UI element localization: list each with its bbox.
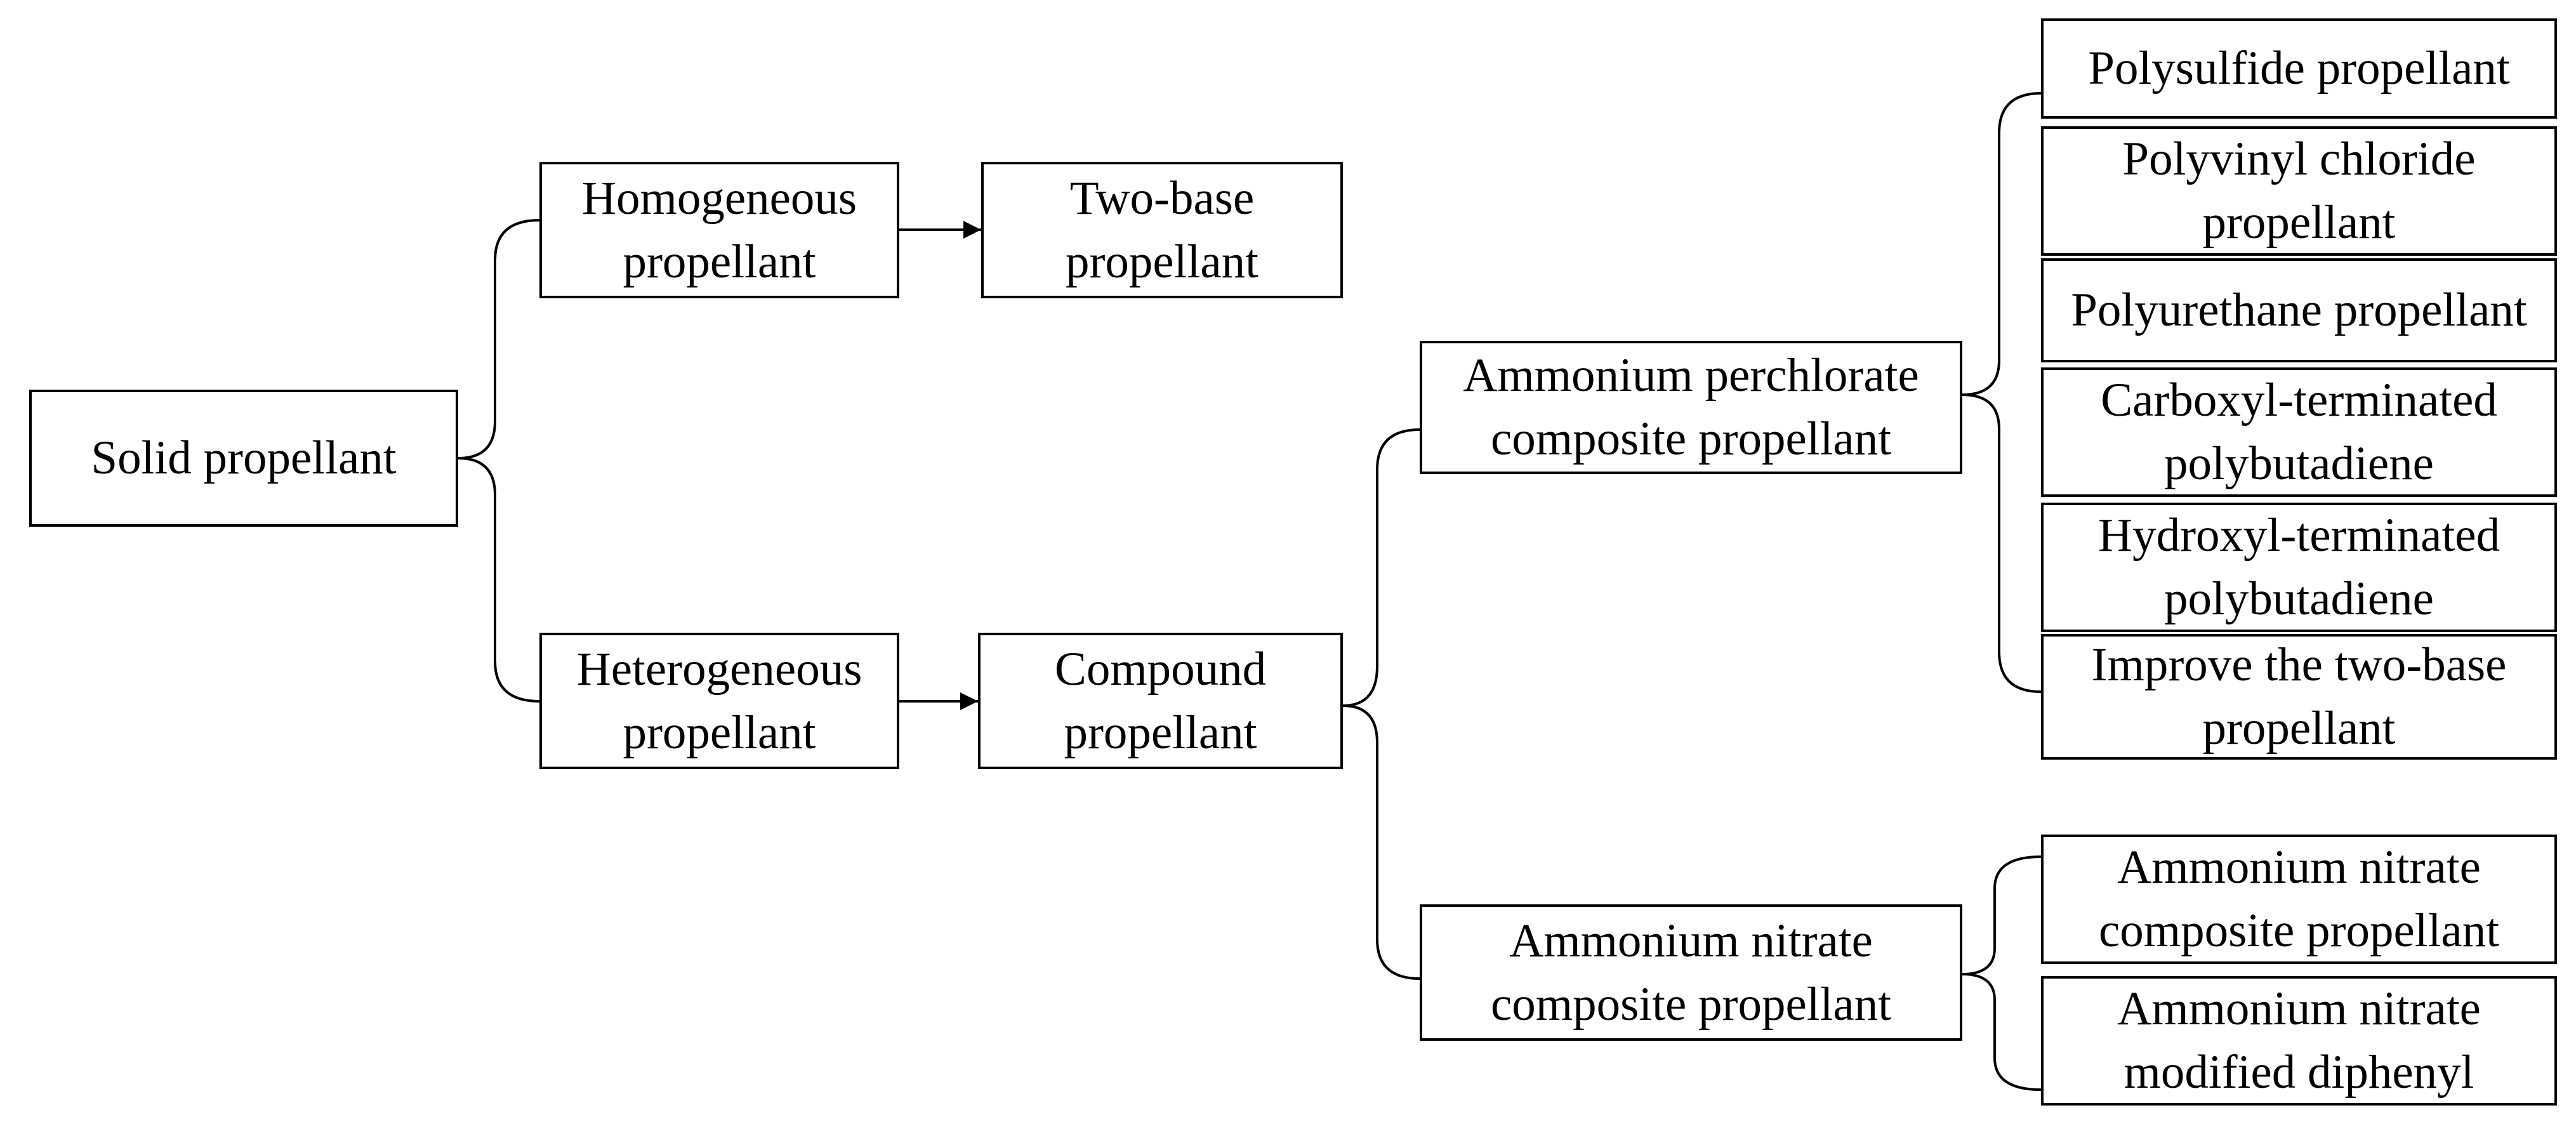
homogeneous-label-line1: Homogeneous: [581, 171, 857, 225]
polyvinyl-chloride-propellant-box: Polyvinyl chloride propellant: [2041, 126, 2557, 256]
solid-propellant-label: Solid propellant: [91, 432, 397, 484]
an-modified-diphenyl-label-line1: Ammonium nitrate: [2117, 982, 2481, 1035]
hydroxyl-terminated-label-line1: Hydroxyl-terminated: [2097, 509, 2500, 562]
heterogeneous-label-line1: Heterogeneous: [576, 642, 862, 696]
compound-propellant-box: Compound propellant: [978, 633, 1343, 769]
bracket-solid-propellant: [458, 219, 540, 703]
bracket-compound: [1342, 428, 1420, 980]
polyvinyl-chloride-label-line1: Polyvinyl chloride: [2122, 133, 2476, 185]
ammonium-nitrate-label-line2: composite propellant: [1490, 977, 1892, 1031]
solid-propellant-box: Solid propellant: [29, 390, 458, 527]
compound-label-line2: propellant: [1064, 706, 1257, 759]
an-composite-label-line2: composite propellant: [2098, 904, 2500, 957]
polysulfide-label-line1: Polysulfide propellant: [2088, 42, 2510, 95]
improve-two-base-label-line1: Improve the two-base: [2091, 638, 2507, 691]
an-modified-diphenyl-label-line2: modified diphenyl: [2124, 1046, 2474, 1099]
ammonium-perchlorate-label-line1: Ammonium perchlorate: [1463, 349, 1919, 402]
two-base-label-line2: propellant: [1065, 235, 1259, 288]
carboxyl-terminated-label-line1: Carboxyl-terminated: [2101, 374, 2497, 426]
ammonium-nitrate-label-line1: Ammonium nitrate: [1509, 914, 1873, 967]
polyurethane-propellant-box: Polyurethane propellant: [2041, 258, 2557, 362]
hydroxyl-terminated-polybutadiene-box: Hydroxyl-terminated polybutadiene: [2041, 503, 2557, 632]
carboxyl-terminated-label-line2: polybutadiene: [2164, 437, 2434, 490]
homogeneous-propellant-box: Homogeneous propellant: [539, 162, 899, 298]
polyurethane-label-line1: Polyurethane propellant: [2071, 284, 2527, 336]
bracket-ammonium-nitrate: [1962, 855, 2042, 1091]
polyvinyl-chloride-label-line2: propellant: [2202, 196, 2396, 249]
ammonium-nitrate-box: Ammonium nitrate composite propellant: [1420, 904, 1962, 1041]
homogeneous-label-line2: propellant: [623, 235, 816, 288]
ammonium-perchlorate-box: Ammonium perchlorate composite propellan…: [1420, 341, 1962, 474]
hydroxyl-terminated-label-line2: polybutadiene: [2164, 572, 2434, 625]
compound-label-line1: Compound: [1054, 642, 1267, 696]
heterogeneous-label-line2: propellant: [623, 706, 816, 759]
improve-two-base-propellant-box: Improve the two-base propellant: [2041, 634, 2557, 760]
bracket-ammonium-perchlorate: [1962, 92, 2042, 693]
two-base-propellant-box: Two-base propellant: [981, 162, 1343, 298]
ammonium-nitrate-composite-propellant-box: Ammonium nitrate composite propellant: [2041, 835, 2557, 964]
two-base-label-line1: Two-base: [1069, 171, 1255, 225]
heterogeneous-propellant-box: Heterogeneous propellant: [539, 633, 899, 769]
polysulfide-propellant-box: Polysulfide propellant: [2041, 18, 2557, 119]
carboxyl-terminated-polybutadiene-box: Carboxyl-terminated polybutadiene: [2041, 367, 2557, 497]
ammonium-perchlorate-label-line2: composite propellant: [1490, 413, 1892, 465]
ammonium-nitrate-modified-diphenyl-box: Ammonium nitrate modified diphenyl: [2041, 976, 2557, 1106]
an-composite-label-line1: Ammonium nitrate: [2117, 841, 2481, 894]
improve-two-base-label-line2: propellant: [2202, 702, 2396, 755]
